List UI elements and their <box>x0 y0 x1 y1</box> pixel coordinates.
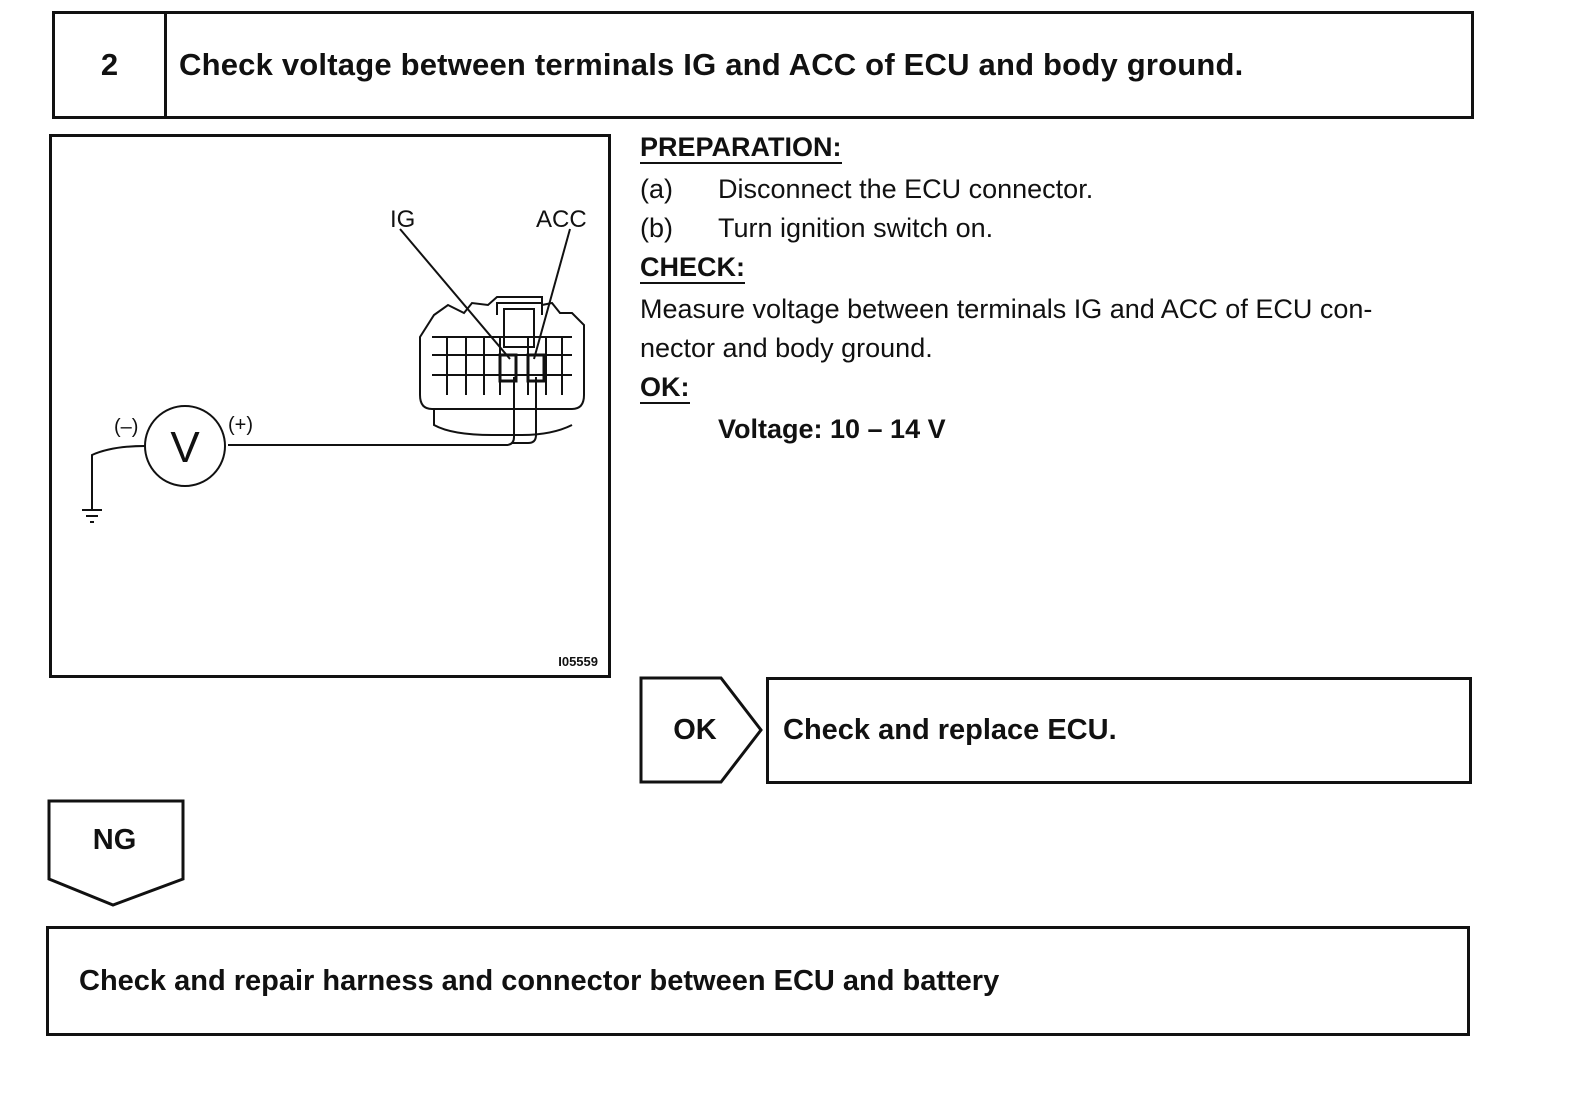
wiring-diagram-svg: V IG ACC (–) (+) <box>82 206 587 523</box>
acc-probe-wire <box>512 377 537 444</box>
ig-leader-line <box>399 228 511 360</box>
acc-leader-line <box>533 228 571 360</box>
ecu-connector-lock <box>496 302 543 315</box>
step-letter: (b) <box>640 213 673 243</box>
preparation-heading: PREPARATION: <box>640 132 842 164</box>
label-ig: IG <box>390 206 415 233</box>
instructions: PREPARATION: (a) Disconnect the ECU conn… <box>640 128 1480 449</box>
ok-arrow-box <box>639 676 763 784</box>
step-text: Disconnect the ECU connector. <box>718 174 1094 204</box>
ground-lead <box>91 445 146 509</box>
ng-result-box: Check and repair harness and connector b… <box>46 926 1470 1036</box>
ng-arrow-box <box>47 799 185 907</box>
step-text: Turn ignition switch on. <box>718 213 994 243</box>
step-header: 2 Check voltage between terminals IG and… <box>52 11 1474 119</box>
voltmeter-symbol: V <box>170 423 200 472</box>
terminal-ig <box>498 353 518 383</box>
ok-result-text: Check and replace ECU. <box>783 714 1117 746</box>
step-letter: (a) <box>640 174 673 204</box>
preparation-step: (a) Disconnect the ECU connector. <box>640 170 1480 209</box>
preparation-step: (b) Turn ignition switch on. <box>640 209 1480 248</box>
ok-label: OK <box>673 713 717 746</box>
wiring-diagram: V IG ACC (–) (+) I05559 <box>49 134 611 678</box>
check-line: nector and body ground. <box>640 333 933 363</box>
ng-label: NG <box>92 823 137 856</box>
step-title: Check voltage between terminals IG and A… <box>179 47 1244 82</box>
ng-result-text: Check and repair harness and connector b… <box>79 964 1000 997</box>
check-line: Measure voltage between terminals IG and… <box>640 294 1373 324</box>
check-heading: CHECK: <box>640 252 745 284</box>
ecu-connector-body <box>419 296 585 410</box>
label-positive: (+) <box>228 414 253 436</box>
label-negative: (–) <box>114 416 138 438</box>
ok-result-box: Check and replace ECU. <box>766 677 1472 784</box>
label-acc: ACC <box>536 206 587 233</box>
step-number: 2 <box>55 14 167 116</box>
ok-spec-heading: OK: <box>640 372 690 404</box>
ok-spec-value: Voltage: 10 – 14 V <box>718 414 946 444</box>
ecu-connector-latch <box>503 308 535 348</box>
figure-id: I05559 <box>558 654 598 669</box>
